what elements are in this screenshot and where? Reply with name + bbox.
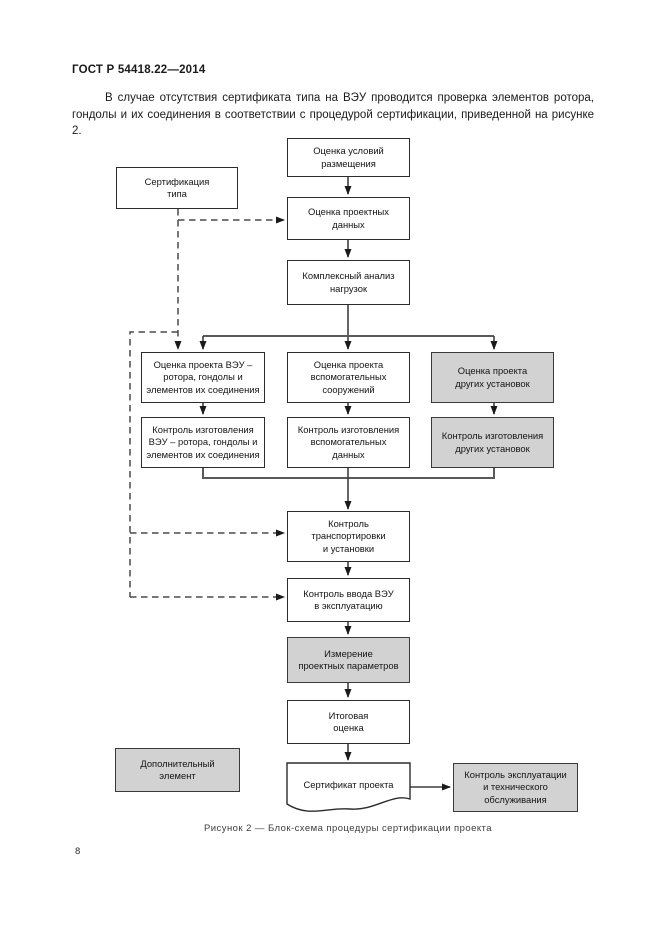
standard-number-header: ГОСТ Р 54418.22—2014 [72,64,206,76]
flow-box-parameter-measurement: Измерение проектных параметров [287,637,410,683]
flow-box-aux-design: Оценка проекта вспомогательных сооружени… [287,352,410,403]
flow-box-other-manufacturing: Контроль изготовления других установок [431,417,554,468]
body-paragraph: В случае отсутствия сертификата типа на … [72,92,594,138]
legend-box-additional-element: Дополнительный элемент [115,748,240,792]
figure-caption: Рисунок 2 — Блок-схема процедуры сертифи… [204,823,492,834]
dashed-connectors [129,209,285,601]
flow-box-commissioning: Контроль ввода ВЭУ в эксплуатацию [287,578,410,622]
flow-box-other-design: Оценка проекта других установок [431,352,554,403]
page-number: 8 [75,846,81,857]
flow-box-type-certification: Сертификация типа [116,167,238,209]
flow-box-operation-maintenance: Контроль эксплуатации и технического обс… [453,763,578,812]
flow-box-transport-installation: Контроль транспортировки и установки [287,511,410,562]
flow-box-load-analysis: Комплексный анализ нагрузок [287,260,410,305]
flow-box-wtg-manufacturing: Контроль изготовления ВЭУ – ротора, гонд… [141,417,265,468]
flow-box-wtg-design: Оценка проекта ВЭУ – ротора, гондолы и э… [141,352,265,403]
flow-box-project-certificate-label: Сертификат проекта [303,778,394,790]
flow-box-aux-manufacturing: Контроль изготовления вспомогательных да… [287,417,410,468]
flow-box-design-data: Оценка проектных данных [287,197,410,240]
flow-box-site-conditions: Оценка условий размещения [287,138,410,177]
flow-box-final-evaluation: Итоговая оценка [287,700,410,744]
